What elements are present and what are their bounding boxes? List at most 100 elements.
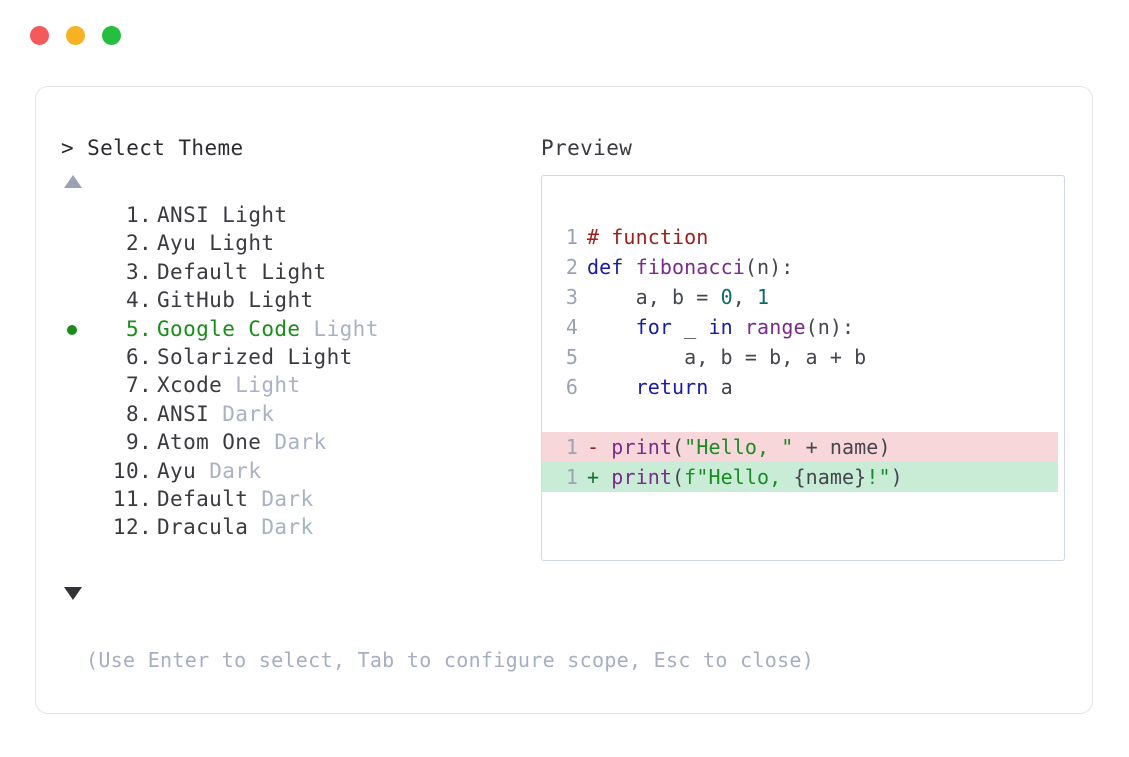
option-index: 6 bbox=[125, 344, 139, 369]
code-token-plain: a bbox=[708, 375, 733, 399]
code-line-number: 1 bbox=[565, 225, 578, 249]
theme-option-row[interactable]: 8.ANSI Dark bbox=[61, 400, 531, 428]
theme-option-row[interactable]: 5.Google Code Light bbox=[61, 315, 531, 343]
option-space bbox=[261, 430, 274, 454]
theme-option-row[interactable]: 11.Default Dark bbox=[61, 485, 531, 513]
theme-option-row[interactable]: 10.Ayu Dark bbox=[61, 457, 531, 485]
option-index: 5 bbox=[125, 316, 139, 341]
selection-bullet-cell bbox=[65, 371, 87, 399]
code-token-string: f"Hello, bbox=[684, 465, 794, 489]
code-token-number: 0 bbox=[720, 285, 733, 309]
keyboard-hint: (Use Enter to select, Tab to configure s… bbox=[86, 648, 815, 672]
option-index-separator: . bbox=[139, 231, 153, 256]
code-token-plain bbox=[587, 315, 636, 339]
diff-line-add: 1+ print(f"Hello, {name}!") bbox=[542, 462, 1058, 492]
code-token-plain: a, b = b, a + b bbox=[587, 345, 867, 369]
option-theme-variant: Light bbox=[222, 203, 288, 227]
minimize-window-icon[interactable] bbox=[66, 26, 85, 45]
option-theme-name: Atom One bbox=[157, 430, 262, 455]
code-token-plain bbox=[587, 375, 636, 399]
option-index-separator: . bbox=[139, 203, 153, 227]
option-index-separator: . bbox=[139, 515, 153, 540]
code-line: 6 return a bbox=[562, 372, 1058, 402]
code-line: 5 a, b = b, a + b bbox=[562, 342, 1058, 372]
selection-bullet-cell bbox=[65, 201, 87, 229]
option-theme-name: Xcode bbox=[157, 373, 223, 398]
theme-option-row[interactable]: 1.ANSI Light bbox=[61, 201, 531, 229]
option-theme-name: Dracula bbox=[157, 515, 249, 540]
selection-bullet-cell bbox=[65, 258, 87, 286]
option-theme-variant: Light bbox=[313, 316, 379, 341]
option-index: 3 bbox=[125, 259, 139, 284]
option-space bbox=[209, 203, 222, 227]
code-line: 3 a, b = 0, 1 bbox=[562, 282, 1058, 312]
option-index: 1 bbox=[125, 203, 139, 227]
code-token-plain: , bbox=[732, 285, 758, 309]
option-index: 7 bbox=[125, 373, 139, 398]
scroll-down-arrow-icon[interactable] bbox=[64, 587, 82, 600]
code-blank-line bbox=[562, 402, 1058, 432]
option-index: 11 bbox=[112, 486, 139, 511]
option-theme-variant: Dark bbox=[261, 515, 314, 540]
selection-bullet-cell bbox=[65, 513, 87, 541]
selected-bullet-icon bbox=[67, 324, 77, 335]
theme-option-row[interactable]: 4.GitHub Light bbox=[61, 286, 531, 314]
code-token-func: print bbox=[611, 435, 673, 459]
theme-option-row[interactable]: 6.Solarized Light bbox=[61, 343, 531, 371]
option-index-separator: . bbox=[139, 373, 153, 398]
code-token-string: "Hello, " bbox=[684, 435, 794, 459]
option-theme-variant: Light bbox=[287, 344, 353, 369]
option-index-separator: . bbox=[139, 344, 153, 369]
selection-bullet-cell bbox=[65, 428, 87, 456]
option-theme-variant: Dark bbox=[222, 401, 275, 426]
option-index-separator: . bbox=[139, 401, 153, 426]
option-index-separator: . bbox=[139, 288, 153, 313]
theme-option-row[interactable]: 3.Default Light bbox=[61, 258, 531, 286]
diff-block: 1- print("Hello, " + name) 1 + print( f"Hel… bbox=[542, 432, 1058, 492]
option-theme-variant: Light bbox=[248, 288, 314, 313]
option-space bbox=[209, 402, 222, 426]
theme-option-row[interactable]: 7.Xcode Light bbox=[61, 371, 531, 399]
selection-bullet-cell bbox=[65, 343, 87, 371]
diff-sign-add: + bbox=[587, 465, 612, 489]
close-window-icon[interactable] bbox=[30, 26, 49, 45]
diff-line-number: 1 bbox=[565, 465, 578, 489]
option-index: 2 bbox=[125, 231, 139, 256]
code-line-number: 3 bbox=[565, 285, 578, 309]
option-theme-name: GitHub bbox=[157, 288, 236, 313]
theme-option-row[interactable]: 9.Atom One Dark bbox=[61, 428, 531, 456]
code-line-number: 5 bbox=[565, 345, 578, 369]
option-theme-variant: Dark bbox=[274, 430, 327, 455]
code-token-func: range bbox=[744, 315, 806, 339]
option-theme-variant: Light bbox=[209, 231, 275, 256]
code-token-plain: {name} bbox=[793, 465, 867, 489]
maximize-window-icon[interactable] bbox=[102, 26, 121, 45]
preview-label: Preview bbox=[541, 136, 633, 160]
code-token-plain: a, b = bbox=[587, 285, 721, 309]
code-line-number: 6 bbox=[565, 375, 578, 399]
option-theme-variant: Light bbox=[235, 373, 301, 398]
option-index-separator: . bbox=[139, 458, 153, 483]
option-space bbox=[248, 260, 261, 284]
code-token-punct: ) bbox=[890, 465, 903, 489]
option-space bbox=[300, 317, 313, 341]
theme-option-row[interactable]: 12.Dracula Dark bbox=[61, 513, 531, 541]
option-space bbox=[248, 515, 261, 539]
selection-bullet-cell bbox=[65, 485, 87, 513]
code-line-number: 2 bbox=[565, 255, 578, 279]
option-index: 9 bbox=[125, 430, 139, 455]
option-index: 10 bbox=[112, 458, 139, 483]
option-theme-name: Default bbox=[157, 259, 249, 284]
option-index-separator: . bbox=[139, 430, 153, 455]
code-token-punct: (n): bbox=[805, 315, 855, 339]
option-theme-name: Ayu bbox=[157, 231, 197, 256]
diff-line-del: 1- print("Hello, " + name) bbox=[542, 432, 1058, 462]
selection-bullet-cell bbox=[65, 286, 87, 314]
theme-option-row[interactable]: 2.Ayu Light bbox=[61, 229, 531, 257]
scroll-up-arrow-icon[interactable] bbox=[64, 175, 82, 188]
code-token-punct: ( bbox=[672, 435, 685, 459]
